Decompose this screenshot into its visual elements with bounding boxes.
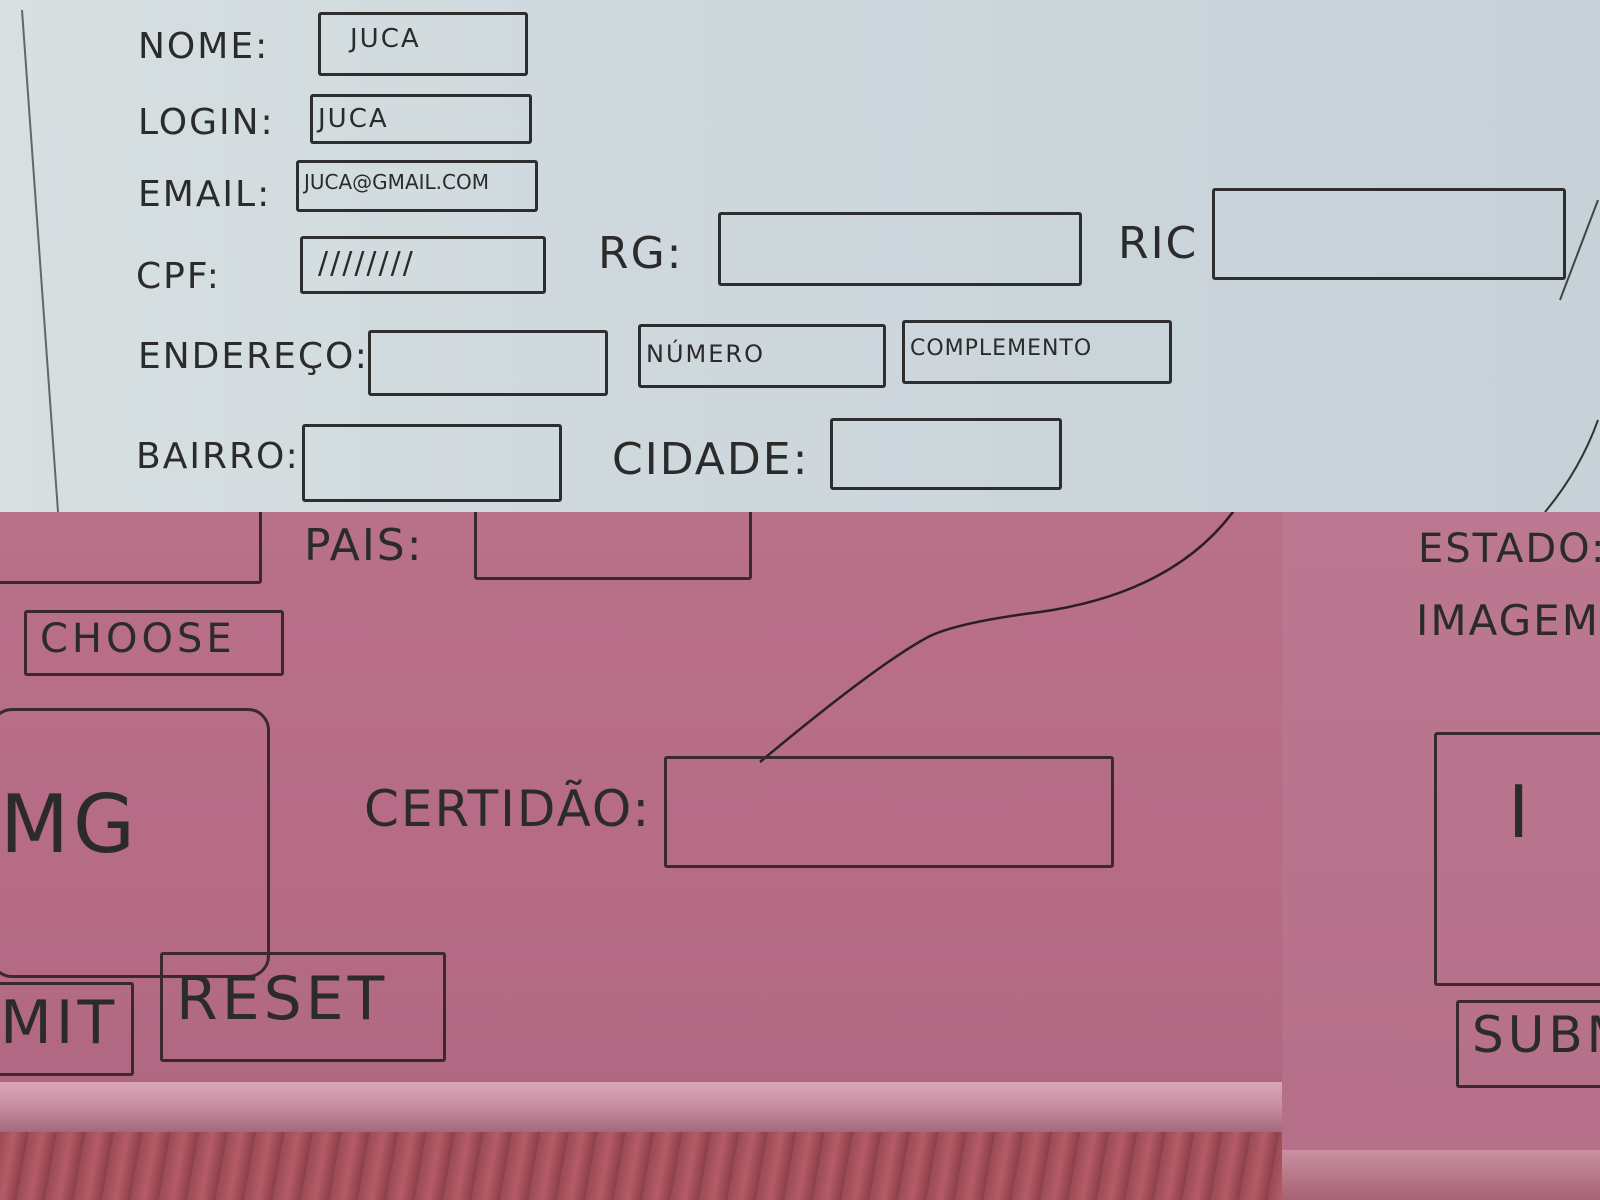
estado-label: ESTADO: (1418, 526, 1600, 572)
floor-right (1282, 1150, 1600, 1200)
numero-input[interactable] (638, 324, 886, 388)
whiteboard-top-panel: NOME: JUCA LOGIN: JUCA EMAIL: JUCA@GMAIL… (0, 0, 1600, 512)
login-input-value: JUCA (318, 104, 389, 134)
reset-button-label: RESET (176, 964, 389, 1034)
numero-placeholder: NÚMERO (646, 340, 765, 368)
image-preview-placeholder: MG (0, 778, 140, 871)
whiteboard-right-strip: ESTADO: IMAGEM I SUBM (1282, 512, 1600, 1200)
cidade-label: CIDADE: (612, 434, 810, 485)
rg-label: RG: (598, 228, 684, 279)
cpf-label: CPF: (136, 256, 221, 297)
ric-input[interactable] (1212, 188, 1566, 280)
submit-button[interactable] (0, 982, 134, 1076)
image-preview-box-right (1434, 732, 1600, 986)
nome-input-value: JUCA (350, 24, 421, 54)
email-label: EMAIL: (138, 174, 272, 215)
endereco-label: ENDEREÇO: (138, 336, 369, 377)
estado-input-left[interactable] (0, 512, 262, 584)
cpf-input[interactable] (300, 236, 546, 294)
floor-carpet (0, 1132, 1282, 1200)
choose-button[interactable] (24, 610, 284, 676)
whiteboard-tray (0, 1082, 1282, 1132)
rg-input[interactable] (718, 212, 1082, 286)
cidade-input[interactable] (830, 418, 1062, 490)
cpf-input-value: //////// (318, 246, 415, 281)
image-preview-placeholder-right: I (1508, 770, 1534, 854)
email-input-value: JUCA@GMAIL.COM (304, 170, 489, 194)
email-input[interactable] (296, 160, 538, 212)
certidao-input[interactable] (664, 756, 1114, 868)
endereco-input[interactable] (368, 330, 608, 396)
pais-input[interactable] (474, 512, 752, 580)
certidao-label: CERTIDÃO: (364, 780, 652, 838)
login-input[interactable] (310, 94, 532, 144)
submit-button-right[interactable] (1456, 1000, 1600, 1088)
ric-label: RIC (1118, 218, 1199, 269)
complemento-placeholder: COMPLEMENTO (910, 336, 1093, 361)
complemento-input[interactable] (902, 320, 1172, 384)
reset-button[interactable] (160, 952, 446, 1062)
image-preview-box (0, 708, 270, 978)
submit-button-label: MIT (0, 988, 119, 1058)
nome-input[interactable] (318, 12, 528, 76)
top-margin-line (21, 9, 1599, 512)
choose-button-label: CHOOSE (40, 616, 236, 662)
bairro-label: BAIRRO: (136, 436, 300, 477)
submit-button-right-label: SUBM (1472, 1006, 1600, 1064)
pais-label: PAIS: (304, 520, 424, 571)
login-label: LOGIN: (138, 102, 275, 143)
nome-label: NOME: (138, 26, 270, 67)
bairro-input[interactable] (302, 424, 562, 502)
imagem-label: IMAGEM (1416, 596, 1600, 645)
